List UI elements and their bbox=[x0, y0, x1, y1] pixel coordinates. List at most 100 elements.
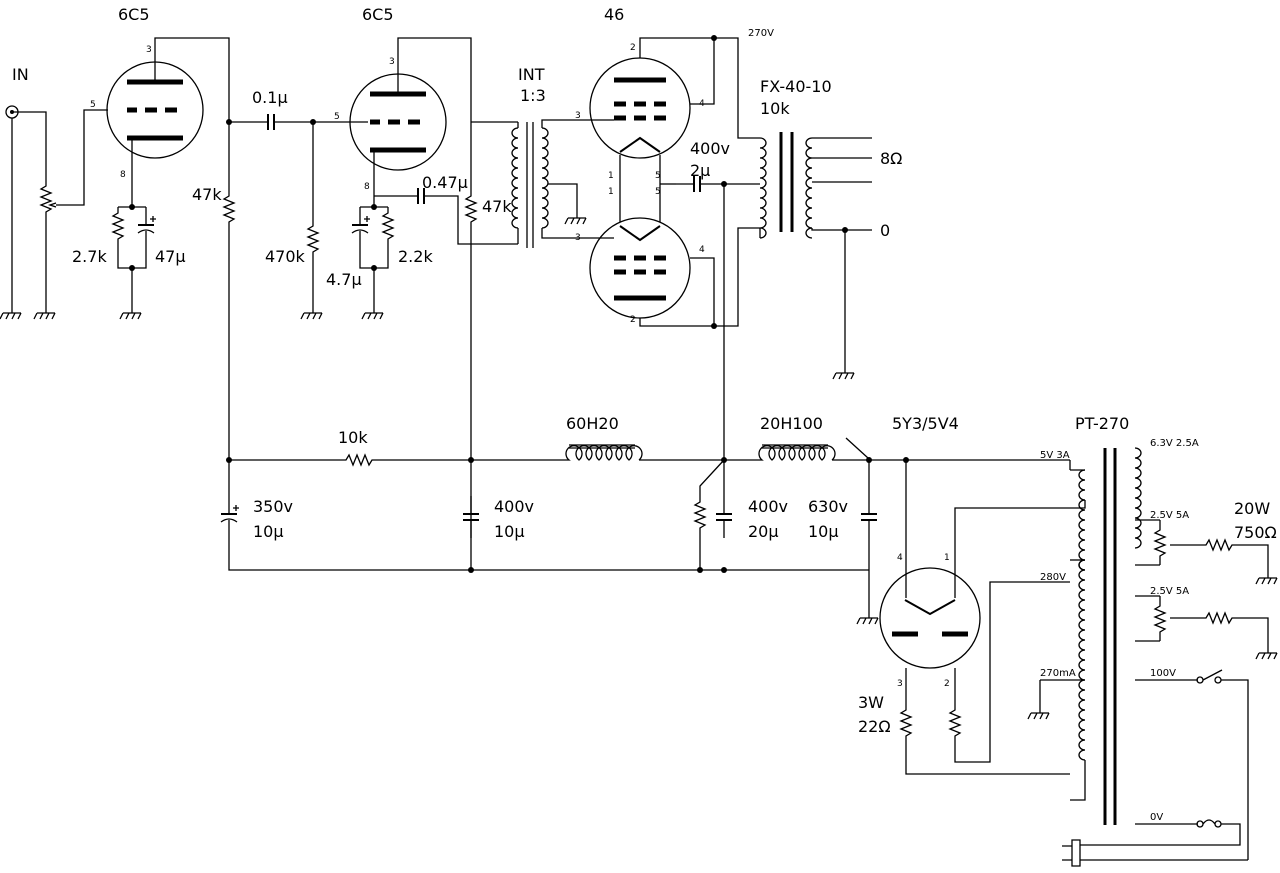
svg-text:1: 1 bbox=[944, 553, 950, 563]
tube-v2: 6C5 3 5 8 47k 4.7μ 2.2k 0.47μ bbox=[326, 5, 518, 570]
output-cap-value: 2μ bbox=[690, 161, 710, 180]
svg-text:4: 4 bbox=[699, 245, 705, 255]
ground-icon bbox=[33, 304, 56, 320]
transformer-coil-icon bbox=[1078, 659, 1086, 761]
svg-text:5: 5 bbox=[90, 100, 96, 110]
opt-impedance: 10k bbox=[760, 99, 790, 118]
v1-plate-circuit: 47k 0.1μ 470k bbox=[192, 88, 336, 460]
tetrode-tube-icon bbox=[589, 217, 691, 319]
svg-text:1: 1 bbox=[608, 171, 614, 181]
interstage-name: INT bbox=[518, 65, 545, 84]
input-label: IN bbox=[12, 65, 29, 84]
pt-name: PT-270 bbox=[1075, 414, 1129, 433]
capacitor-icon bbox=[249, 113, 293, 131]
pt-25v-b-label: 2.5V 5A bbox=[1150, 586, 1189, 597]
interstage-ratio: 1:3 bbox=[520, 86, 546, 105]
rectifier-label: 5Y3/5V4 bbox=[892, 414, 959, 433]
resistor-icon bbox=[1154, 599, 1166, 639]
rect-resistor-value: 22Ω bbox=[858, 717, 891, 736]
filter-cap-1-value: 10μ bbox=[253, 522, 284, 541]
svg-text:3: 3 bbox=[575, 111, 581, 121]
electrolytic-capacitor-icon bbox=[220, 495, 240, 539]
svg-text:2: 2 bbox=[944, 679, 950, 689]
svg-text:5: 5 bbox=[334, 112, 340, 122]
capacitor-icon bbox=[715, 495, 733, 539]
hum-resistor-wattage: 20W bbox=[1234, 499, 1270, 518]
pt-current-label: 270mA bbox=[1040, 668, 1076, 679]
resistor-icon bbox=[339, 454, 379, 466]
resistor-icon bbox=[382, 206, 394, 246]
transformer-primary-coil-icon bbox=[759, 137, 767, 239]
fuse-icon bbox=[1214, 820, 1222, 828]
rect-resistor-wattage: 3W bbox=[858, 693, 884, 712]
ground-icon bbox=[564, 209, 587, 225]
resistor-icon bbox=[465, 189, 477, 229]
pt-0v-label: 0V bbox=[1150, 812, 1163, 823]
transformer-coil-icon bbox=[1078, 469, 1086, 571]
resistor-icon bbox=[1154, 523, 1166, 563]
pt-63v-label: 6.3V 2.5A bbox=[1150, 438, 1199, 449]
pt-280v-label: 280V bbox=[1040, 572, 1066, 583]
filter-cap-2-value: 10μ bbox=[494, 522, 525, 541]
filter-cap-4-value: 10μ bbox=[808, 522, 839, 541]
tube-v2-label: 6C5 bbox=[362, 5, 394, 24]
resistor-icon bbox=[1199, 612, 1239, 624]
choke-2-label: 20H100 bbox=[760, 414, 823, 433]
opt-tap-8-label: 8Ω bbox=[880, 149, 902, 168]
transformer-secondary-coil-icon bbox=[541, 127, 549, 229]
ground-icon bbox=[856, 609, 879, 625]
power-plug-icon bbox=[1071, 839, 1081, 867]
coupling-cap-2-label: 0.47μ bbox=[422, 173, 468, 192]
svg-text:3: 3 bbox=[897, 679, 903, 689]
transformer-secondary-coil-icon bbox=[805, 137, 813, 239]
svg-text:4: 4 bbox=[897, 553, 903, 563]
ground-icon bbox=[0, 304, 22, 320]
filter-cap-3-value: 20μ bbox=[748, 522, 779, 541]
opt-tap-0-label: 0 bbox=[880, 221, 890, 240]
filter-cap-4-voltage: 630v bbox=[808, 497, 848, 516]
power-transformer: PT-270 5V 3A 280V 270mA 6.3V 2.5A 2.5V 5… bbox=[1027, 414, 1278, 867]
v2-cathode-capacitor-label: 4.7μ bbox=[326, 270, 362, 289]
svg-text:2: 2 bbox=[630, 315, 636, 325]
svg-text:8: 8 bbox=[120, 170, 126, 180]
tube-v1-label: 6C5 bbox=[118, 5, 150, 24]
power-supply-filter: 10k 60H20 20H100 350v 10μ 400v 10μ 400v … bbox=[220, 414, 1070, 625]
v2-grid-resistor-label: 470k bbox=[265, 247, 306, 266]
v2-plate-resistor-label: 47k bbox=[482, 197, 512, 216]
input-section: IN bbox=[0, 65, 108, 320]
svg-text:5: 5 bbox=[655, 187, 661, 197]
ground-icon bbox=[300, 304, 323, 320]
resistor-icon bbox=[694, 495, 706, 535]
resistor-icon bbox=[223, 189, 235, 229]
filter-cap-3-voltage: 400v bbox=[748, 497, 788, 516]
electrolytic-capacitor-icon bbox=[351, 206, 371, 250]
svg-text:3: 3 bbox=[146, 45, 152, 55]
filter-cap-2-voltage: 400v bbox=[494, 497, 534, 516]
resistor-icon bbox=[307, 219, 319, 259]
pt-25v-a-label: 2.5V 5A bbox=[1150, 510, 1189, 521]
b-plus-label: 270V bbox=[748, 28, 774, 39]
choke-inductor-icon bbox=[564, 444, 643, 461]
svg-text:3: 3 bbox=[575, 233, 581, 243]
v1-plate-resistor-label: 47k bbox=[192, 185, 222, 204]
ground-icon bbox=[1255, 569, 1278, 585]
capacitor-icon bbox=[860, 495, 878, 539]
v1-cathode-resistor-label: 2.7k bbox=[72, 247, 107, 266]
resistor-icon bbox=[1199, 539, 1239, 551]
tetrode-tube-icon bbox=[589, 57, 691, 159]
filter-cap-1-voltage: 350v bbox=[253, 497, 293, 516]
resistor-icon bbox=[900, 703, 912, 743]
hum-resistor-value: 750Ω bbox=[1234, 523, 1277, 542]
transformer-coil-icon bbox=[1134, 447, 1142, 549]
volume-potentiometer-icon bbox=[40, 179, 52, 219]
rectifier-tube: 5Y3/5V4 4 1 3 2 3W 22Ω bbox=[858, 414, 1070, 775]
svg-text:3: 3 bbox=[389, 57, 395, 67]
switch-contact-icon bbox=[1214, 676, 1222, 684]
resistor-icon bbox=[112, 206, 124, 246]
svg-text:2: 2 bbox=[630, 43, 636, 53]
svg-text:1: 1 bbox=[608, 187, 614, 197]
ground-icon bbox=[361, 304, 384, 320]
opt-model: FX-40-10 bbox=[760, 77, 832, 96]
transformer-coil-icon bbox=[1078, 559, 1086, 661]
